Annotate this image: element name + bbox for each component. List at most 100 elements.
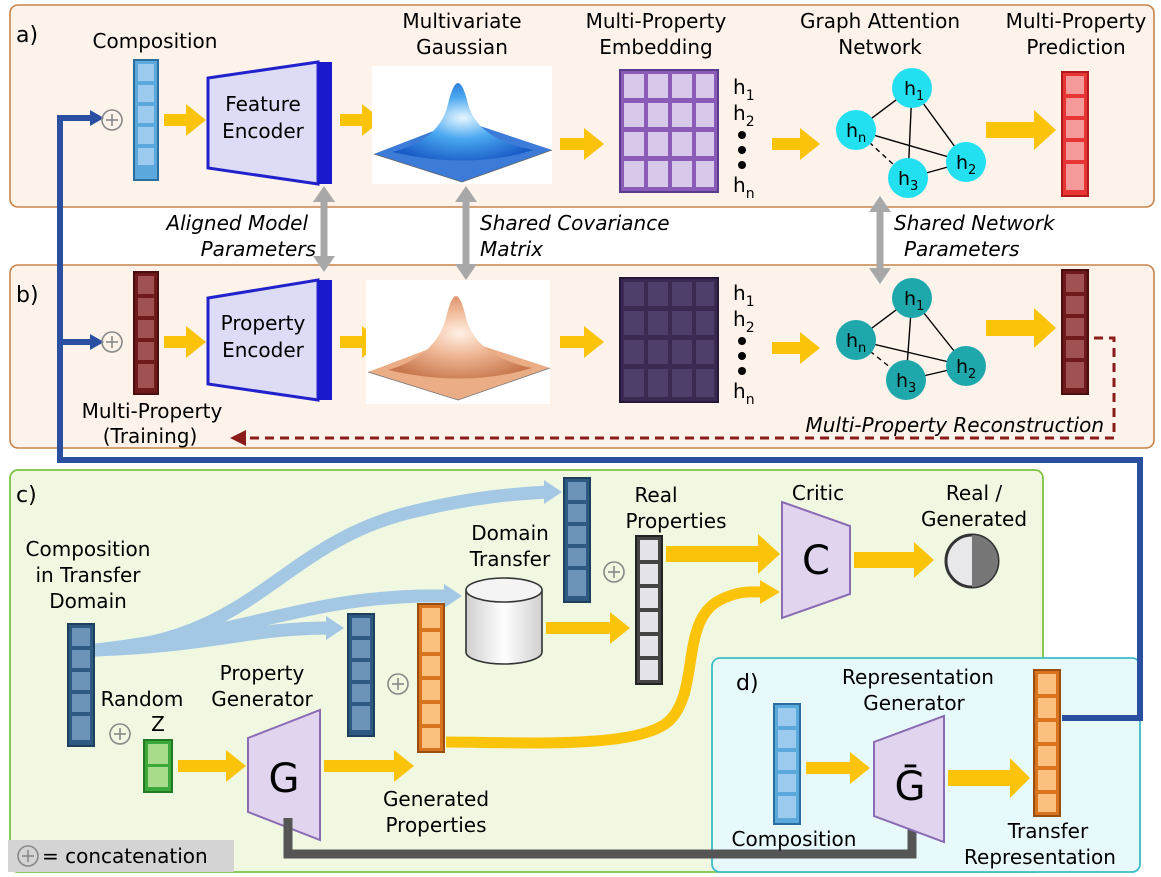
- svg-text:h1: h1: [904, 288, 924, 314]
- svg-text:G: G: [269, 756, 300, 802]
- arrow-c-real: [666, 534, 780, 574]
- embedding-label-a-2: Embedding: [599, 35, 712, 59]
- flow-arrowhead-3: [326, 616, 344, 640]
- aligned-params-label-2: Parameters: [201, 237, 316, 261]
- arrow-b-1: [164, 326, 206, 358]
- arrow-c-transfer: [546, 612, 630, 644]
- representation-generator: Ḡ: [873, 714, 945, 844]
- svg-text:Property: Property: [221, 311, 306, 335]
- real-generated-label-2: Generated: [921, 507, 1027, 531]
- svg-text:hn: hn: [846, 330, 866, 356]
- reconstruction-arrowhead: [230, 430, 246, 446]
- svg-text:h1: h1: [733, 281, 755, 310]
- transfer-representation-vector: [1033, 669, 1061, 817]
- composition-transfer-vector: [67, 623, 95, 747]
- generated-properties-label-2: Properties: [385, 813, 486, 837]
- embedding-matrix-b: [619, 277, 719, 403]
- domain-transfer-cylinder: [465, 577, 543, 665]
- composition-label-d: Composition: [732, 827, 857, 851]
- svg-text:h2: h2: [956, 152, 976, 178]
- hidden-vectors-b: h1 h2 hn: [733, 281, 755, 408]
- generated-properties-vector: [417, 603, 445, 753]
- representation-generator-label-2: Generator: [863, 691, 965, 715]
- svg-text:Encoder: Encoder: [222, 119, 305, 143]
- arrow-c-critic: [854, 542, 934, 578]
- svg-text:h2: h2: [733, 101, 755, 130]
- multi-property-input-vector-b: [133, 271, 159, 395]
- prediction-label-a-2: Prediction: [1026, 35, 1125, 59]
- domain-transfer-label-2: Transfer: [469, 547, 551, 571]
- concat-legend-icon: [17, 845, 39, 867]
- svg-text:hn: hn: [733, 379, 755, 408]
- transfer-representation-connector: [57, 115, 1143, 721]
- transfer-representation-label-2: Representation: [964, 845, 1116, 869]
- reconstruction-label: Multi-Property Reconstruction: [806, 413, 1104, 437]
- graph-attention-network-a: h1 hn h2 h3: [836, 68, 986, 198]
- property-generator: G: [247, 708, 321, 842]
- shared-covariance-label-2: Matrix: [480, 237, 543, 261]
- arrow-d-2: [948, 758, 1030, 798]
- arrow-b-3: [560, 326, 604, 358]
- svg-text:h3: h3: [896, 370, 916, 396]
- gat-label-a-2: Network: [838, 35, 922, 59]
- svg-text:hn: hn: [733, 173, 755, 202]
- embedding-matrix-a: [619, 69, 719, 193]
- shared-network-label-1: Shared Network: [894, 211, 1056, 235]
- svg-text:h1: h1: [733, 75, 755, 104]
- prediction-vector-a: [1061, 71, 1089, 197]
- composition-transfer-label-1: Composition: [26, 537, 151, 561]
- real-generated-label-1: Real /: [946, 481, 1002, 505]
- property-generator-label-2: Generator: [211, 687, 313, 711]
- svg-text:h1: h1: [904, 78, 924, 104]
- critic-label: Critic: [792, 481, 844, 505]
- generated-to-critic-flow: [445, 586, 761, 749]
- multi-property-training-label-2: (Training): [103, 424, 198, 448]
- embedding-label-a-1: Multi-Property: [586, 9, 727, 33]
- panel-a-label: a): [16, 23, 38, 48]
- random-z-label-1: Random: [101, 687, 184, 711]
- arrow-d-1: [806, 752, 870, 784]
- real-properties-label-2: Properties: [625, 509, 726, 533]
- concat-icon-b: [101, 331, 123, 353]
- arrow-c-g: [324, 750, 414, 782]
- concat-icon-c-3: [603, 561, 625, 583]
- composition-transfer-label-3: Domain: [49, 589, 127, 613]
- hidden-vectors-a: h1 h2 hn: [733, 75, 755, 202]
- arrow-a-1: [164, 104, 206, 136]
- svg-text:h3: h3: [898, 168, 918, 194]
- aligned-params-label-1: Aligned Model: [164, 211, 308, 235]
- random-z-vector: [143, 739, 173, 793]
- transfer-domain-flows: [89, 485, 555, 657]
- prediction-label-a-1: Multi-Property: [1006, 9, 1147, 33]
- generator-to-representation-connector: [283, 818, 917, 859]
- real-properties-vector: [635, 535, 663, 685]
- gaussian-label-a-1: Multivariate: [402, 9, 521, 33]
- concat-icon-c-1: [109, 723, 131, 745]
- shared-covariance-arrow: [455, 186, 477, 280]
- generated-properties-label-1: Generated: [383, 787, 489, 811]
- critic: C: [781, 500, 851, 620]
- transfer-representation-label-1: Transfer: [1007, 819, 1089, 843]
- representation-generator-label-1: Representation: [842, 665, 994, 689]
- gat-label-a-1: Graph Attention: [800, 9, 960, 33]
- composition-transfer-label-2: in Transfer: [35, 563, 141, 587]
- shared-covariance-label-1: Shared Covariance: [480, 211, 670, 235]
- multi-property-training-label-1: Multi-Property: [82, 399, 223, 423]
- svg-text:h2: h2: [956, 356, 976, 382]
- concat-icon-a: [101, 109, 123, 131]
- arrow-c-z: [178, 750, 246, 782]
- property-generator-label-1: Property: [220, 661, 305, 685]
- reconstruction-vector-b: [1061, 269, 1089, 395]
- gaussian-surface-blue: [372, 66, 553, 184]
- connector-arrowhead-a: [90, 110, 104, 126]
- svg-text:Encoder: Encoder: [222, 338, 305, 362]
- arrow-a-4: [772, 128, 820, 160]
- legend: = concatenation: [8, 840, 234, 872]
- concat-icon-c-2: [387, 673, 409, 695]
- random-z-label-2: Z: [151, 712, 165, 736]
- transfer-domain-vector-top: [563, 477, 591, 603]
- arrow-a-2: [340, 104, 382, 136]
- shared-network-arrow: [869, 196, 891, 284]
- composition-vector-a: [133, 59, 159, 181]
